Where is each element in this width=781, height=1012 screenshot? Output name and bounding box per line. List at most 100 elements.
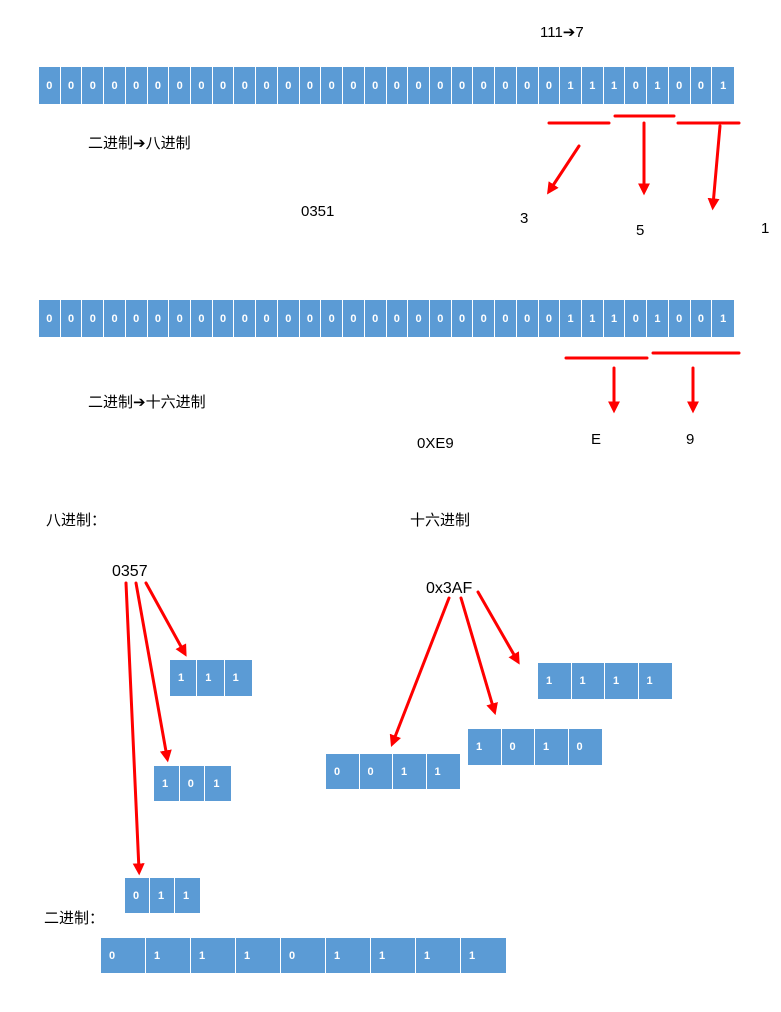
bit-cell: 1 [393, 754, 427, 789]
bit-cell: 1 [604, 67, 626, 104]
arrow [547, 144, 581, 195]
octal-digit-3: 3 [520, 210, 529, 227]
bit-cell: 0 [495, 300, 517, 337]
bit-cell: 0 [473, 300, 496, 337]
bit-cell: 0 [365, 300, 387, 337]
bit-cell: 0 [326, 754, 360, 789]
bit-cell: 0 [452, 67, 474, 104]
bit-cell: 0 [625, 300, 648, 337]
bit-cell: 0 [61, 67, 83, 104]
bit-cell: 0 [430, 67, 452, 104]
bit-cell: 0 [213, 67, 235, 104]
hex-heading: 十六进制 [410, 512, 471, 529]
arrow [144, 581, 187, 657]
bit-cell: 0 [387, 67, 409, 104]
bit-cell: 0 [126, 300, 148, 337]
bit-cell: 0 [39, 300, 61, 337]
binary-to-hex-label: 二进制➔十六进制 [88, 394, 206, 411]
bit-cell: 1 [170, 660, 198, 696]
bit-cell: 0 [473, 67, 496, 104]
bit-cell: 0 [82, 300, 105, 337]
binary-to-octal-label: 二进制➔八进制 [88, 135, 191, 152]
bit-cell: 1 [150, 878, 175, 913]
bit-cell: 0 [452, 300, 474, 337]
bit-cell: 0 [256, 300, 278, 337]
bit-cell: 1 [647, 67, 669, 104]
bit-cell: 0 [234, 300, 257, 337]
bit-cell: 0 [517, 300, 539, 337]
bit-cell: 0 [502, 729, 535, 765]
bit-cell: 0 [495, 67, 517, 104]
bit-cell: 1 [720, 312, 727, 325]
bit-cell: 0 [625, 67, 648, 104]
bit-cell: 0 [321, 300, 344, 337]
octal-digit-5: 5 [636, 222, 645, 239]
arrow [134, 581, 172, 763]
bit-cell: 0 [360, 754, 393, 789]
octal-digit-1: 1 [761, 220, 770, 237]
bit-cell: 1 [213, 777, 220, 790]
hex-result: 0XE9 [417, 435, 454, 452]
bit-cell: 0 [430, 300, 452, 337]
bit-cell: 0 [191, 67, 213, 104]
arrow [459, 596, 498, 716]
bit-cell: 0 [408, 67, 430, 104]
bit-cell: 0 [256, 67, 278, 104]
bit-cell: 1 [468, 729, 502, 765]
bit-cell: 0 [39, 67, 61, 104]
bit-cell: 1 [582, 67, 604, 104]
bit-cell: 0 [539, 67, 561, 104]
octal-example-label: 111➔7 [540, 24, 584, 41]
arrow [389, 596, 451, 748]
bit-cell: 0 [300, 67, 322, 104]
bit-cell: 0 [321, 67, 344, 104]
bit-cell: 0 [408, 300, 430, 337]
bit-cell: 1 [416, 938, 461, 973]
octal-heading: 八进制： [46, 512, 107, 529]
bit-cell: 1 [191, 938, 236, 973]
binary-heading: 二进制： [44, 910, 105, 927]
bit-cell: 1 [146, 938, 191, 973]
bit-cell: 1 [183, 889, 190, 902]
bit-cell: 1 [560, 67, 582, 104]
bit-cell: 1 [572, 663, 605, 699]
bit-cell: 1 [535, 729, 569, 765]
bit-cell: 0 [539, 300, 561, 337]
bit-cell: 0 [125, 878, 150, 913]
bit-cell: 0 [169, 67, 192, 104]
arrow [476, 590, 520, 665]
bit-cell: 0 [169, 300, 192, 337]
bit-cell: 1 [582, 300, 604, 337]
bit-cell: 0 [278, 300, 300, 337]
bit-cell: 1 [326, 938, 371, 973]
bit-cell: 1 [720, 79, 727, 92]
bit-cell: 1 [469, 949, 476, 962]
bit-cell: 1 [605, 663, 639, 699]
bit-cell: 0 [82, 67, 105, 104]
bit-cell: 1 [560, 300, 582, 337]
hex-digit-e: E [591, 431, 602, 448]
bit-cell: 0 [148, 67, 170, 104]
bit-cell: 0 [669, 300, 691, 337]
bit-cell: 0 [278, 67, 300, 104]
bit-cell: 1 [197, 660, 225, 696]
bit-cell: 0 [61, 300, 83, 337]
bit-cell: 1 [236, 938, 281, 973]
bit-cell: 1 [604, 300, 626, 337]
bit-cell: 1 [154, 766, 180, 801]
bit-cell: 0 [387, 300, 409, 337]
hex-number: 0x3AF [426, 580, 473, 597]
bit-cell: 0 [281, 938, 326, 973]
bit-cell: 0 [576, 741, 583, 753]
bit-cell: 0 [148, 300, 170, 337]
arrow [124, 581, 145, 876]
